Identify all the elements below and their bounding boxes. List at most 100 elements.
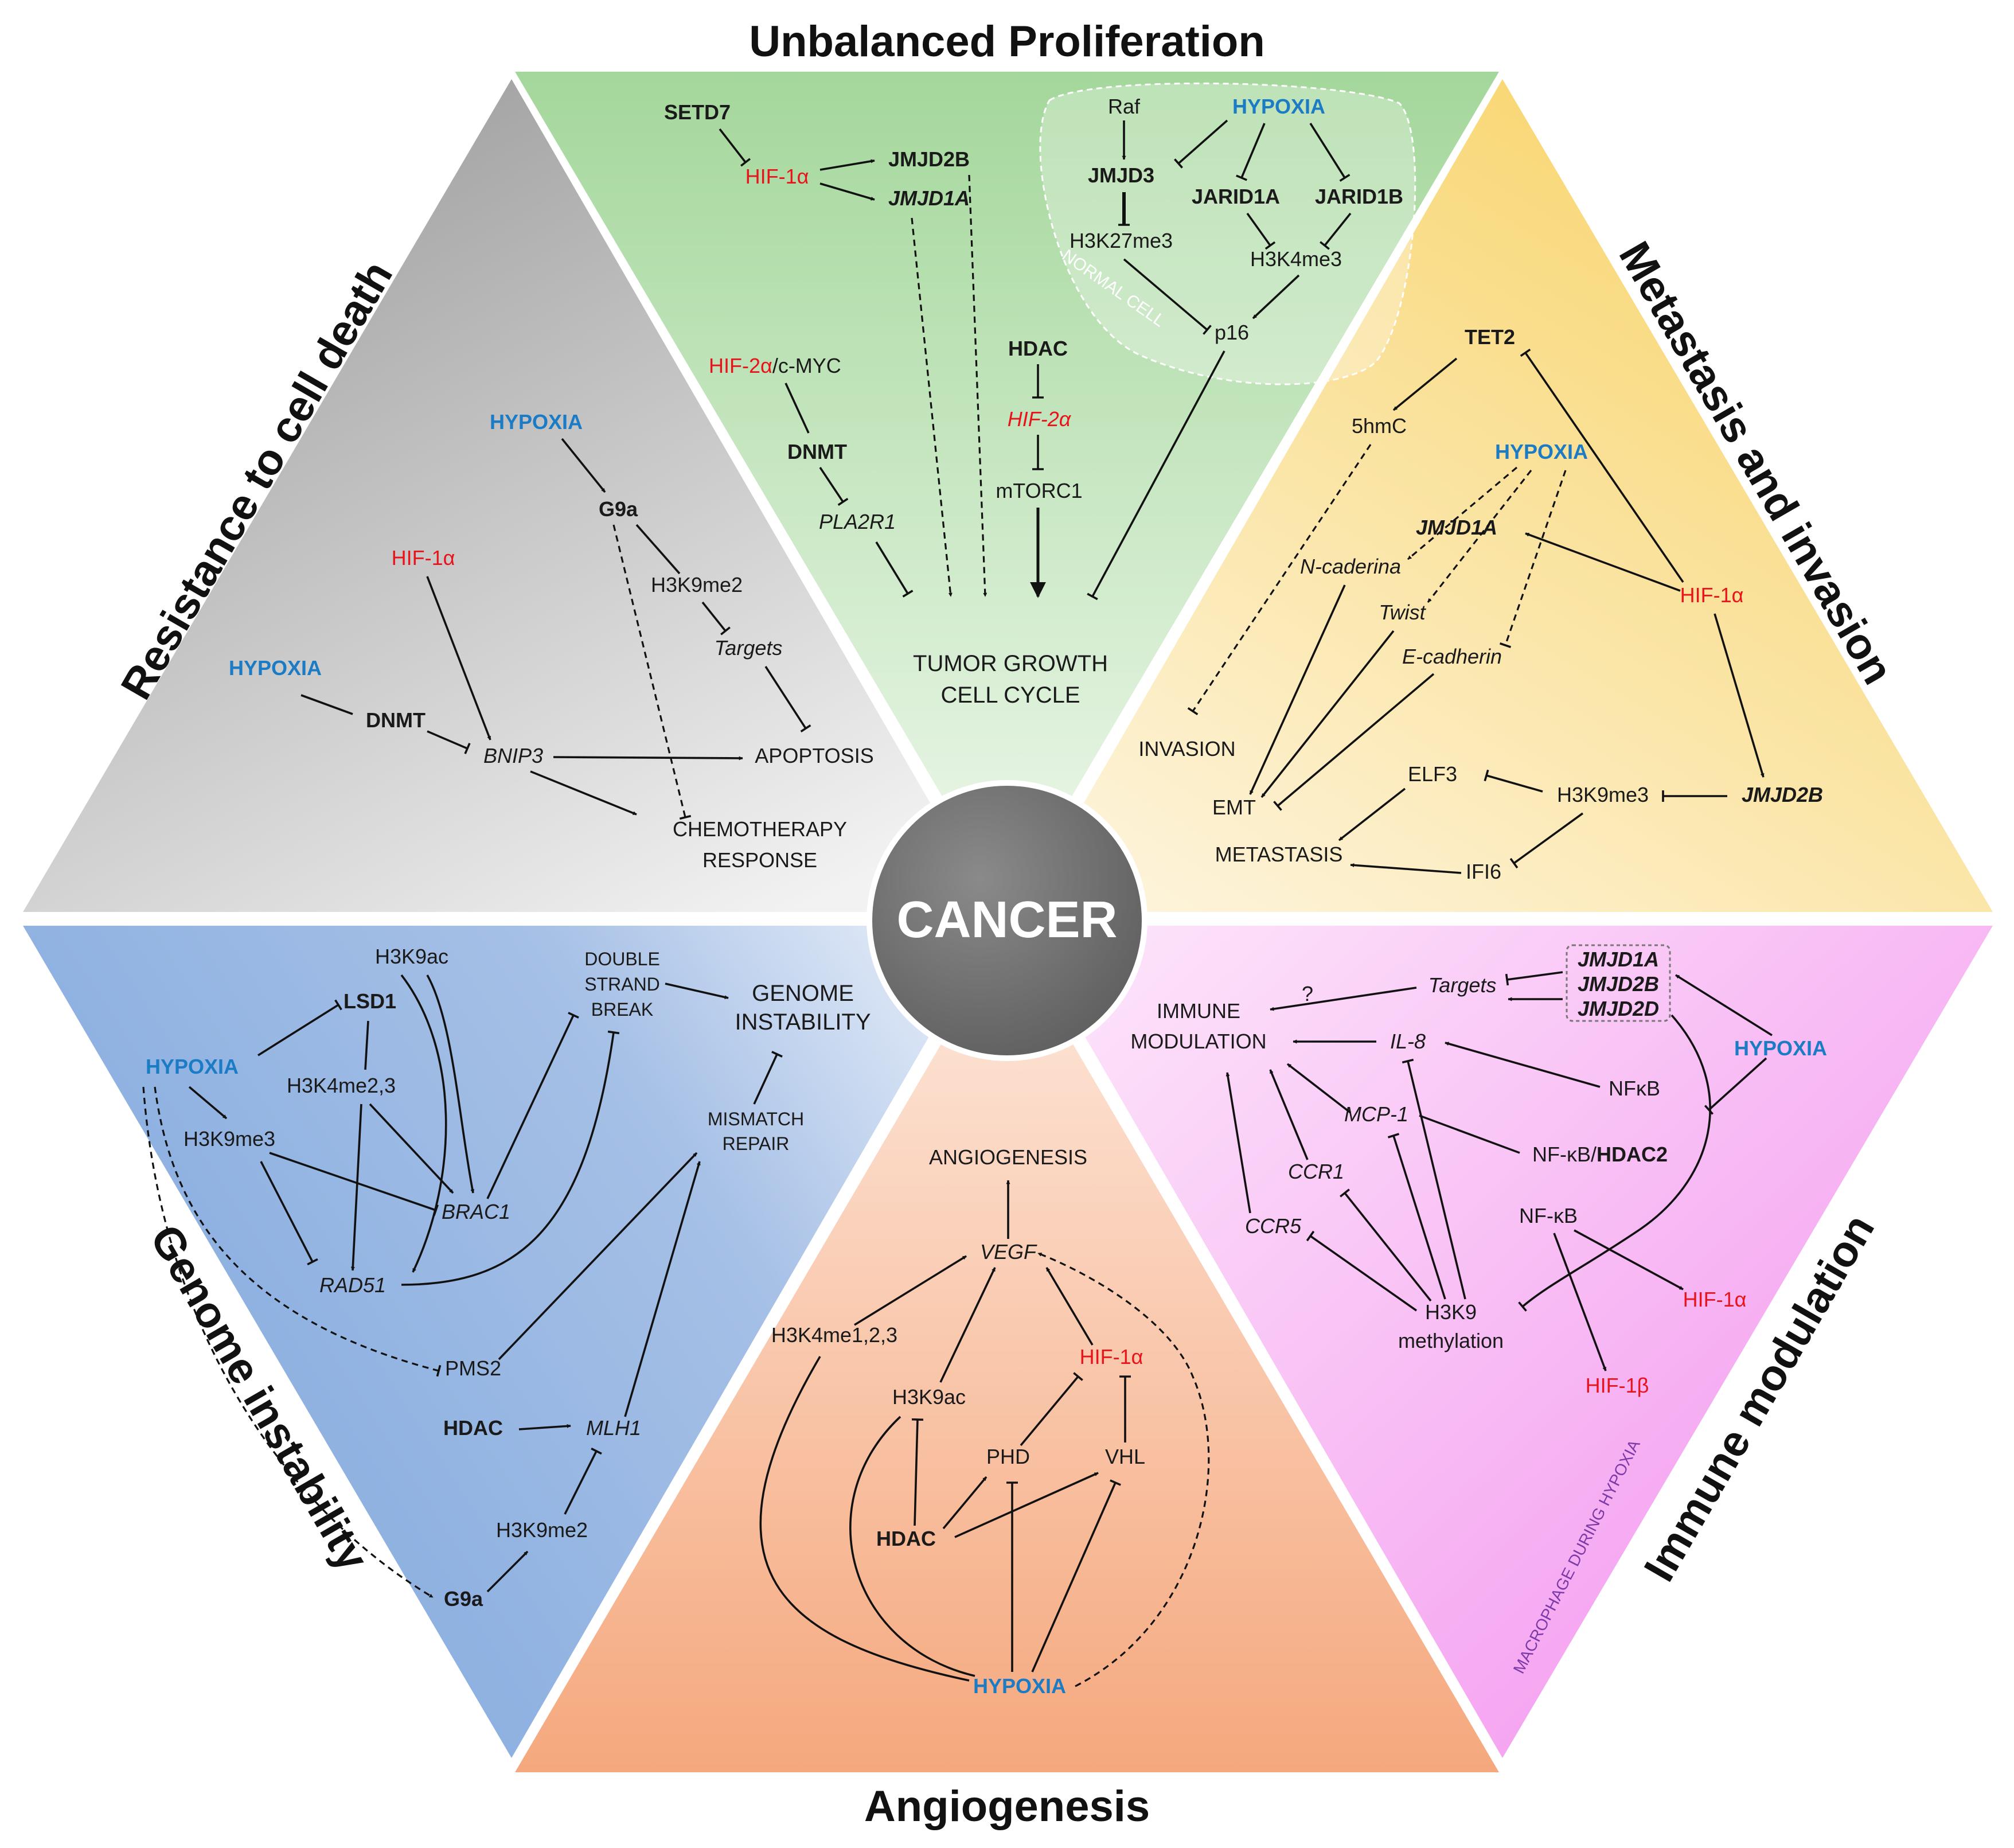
edge-targets-apoptosis	[764, 666, 811, 732]
rad51: RAD51	[319, 1273, 386, 1297]
h3k9me2-genome: H3K9me2	[496, 1518, 588, 1542]
edge-bnip3-chemo	[530, 770, 637, 816]
hypoxia-prolif: HYPOXIA	[1232, 95, 1325, 118]
jmjd2d-immune: JMJD2D	[1578, 997, 1659, 1020]
h3k9me2-death: H3K9me2	[651, 573, 743, 596]
lsd1: LSD1	[344, 989, 396, 1013]
edge-ccr1-immune	[1269, 1069, 1309, 1160]
h3k9me3-metastasis: H3K9me3	[1557, 783, 1649, 806]
edge-pla2r1-tumor	[875, 541, 914, 598]
phd: PHD	[986, 1445, 1030, 1468]
edge-h3k9ac-rad51	[400, 974, 447, 1273]
edge-rad51-dsb	[401, 1030, 620, 1286]
edge-hypoxia-vhl	[1031, 1479, 1121, 1672]
edge-h3k9-il8	[1402, 1058, 1466, 1300]
jmjd2b-metastasis: JMJD2B	[1742, 783, 1823, 806]
apoptosis: APOPTOSIS	[755, 744, 873, 767]
hif2a-prolif: HIF-2α	[1008, 407, 1072, 431]
hif1a-death: HIF-1α	[392, 546, 455, 570]
edge-hypoxia-twist	[1427, 470, 1532, 603]
edge-hypoxia-vegf	[1037, 1252, 1210, 1687]
nfkb-hdac2: NF-κB/HDAC2	[1532, 1143, 1668, 1166]
panel-genome-instability	[23, 926, 993, 1758]
immune-label-1: IMMUNE	[1157, 999, 1240, 1023]
h3k9ac-angio: H3K9ac	[892, 1385, 966, 1409]
hypoxia-genome: HYPOXIA	[146, 1055, 239, 1078]
hypoxia-immune: HYPOXIA	[1734, 1036, 1827, 1060]
title-unbalanced-proliferation: Unbalanced Proliferation	[749, 17, 1265, 66]
jarid1b: JARID1B	[1315, 185, 1403, 208]
edge-jmjd-targets-inhibit	[1505, 971, 1563, 986]
edge-hypoxia-h3k4me	[759, 1356, 970, 1682]
edge-hypoxia-lsd1	[257, 999, 342, 1056]
p16: p16	[1215, 321, 1249, 344]
e-cadherin: E-cadherin	[1402, 645, 1502, 668]
edge-dnmt-pla2r1	[819, 467, 849, 506]
hypoxia-death-1: HYPOXIA	[490, 410, 583, 434]
edge-hypoxia-g9a	[561, 438, 606, 493]
raf: Raf	[1108, 95, 1141, 118]
edge-targets-immune	[1270, 987, 1417, 1011]
edge-ncad-emt	[1249, 584, 1346, 795]
edge-hypoxia-dnmt	[300, 694, 353, 715]
mismatch: MISMATCH	[708, 1109, 804, 1129]
edge-hdac-h3k9ac	[911, 1418, 924, 1526]
edge-hif1a-jmjd2b	[819, 159, 875, 171]
jmjd-box	[1566, 944, 1671, 1022]
cancer-label: CANCER	[896, 891, 1117, 949]
targets-death: Targets	[715, 636, 783, 660]
targets-immune: Targets	[1428, 973, 1497, 997]
edge-phd-hif1a	[1020, 1372, 1083, 1447]
panel-immune-modulation	[1021, 926, 1993, 1758]
edge-h3k4me-vegf	[854, 1255, 967, 1326]
edge-h3k4me23-brac1	[369, 1103, 454, 1194]
ccr1: CCR1	[1288, 1160, 1344, 1183]
edge-h3k9-mcp1	[1387, 1133, 1446, 1300]
edge-hdac-phd	[942, 1476, 988, 1530]
h3k9ac-genome: H3K9ac	[375, 945, 448, 968]
hif1b-immune: HIF-1β	[1586, 1374, 1649, 1397]
repair: REPAIR	[723, 1133, 790, 1154]
tet2: TET2	[1465, 325, 1515, 349]
hif1a-angio: HIF-1α	[1080, 1345, 1143, 1369]
jmjd3: JMJD3	[1088, 163, 1154, 187]
edge-h3k9me3-brac1	[269, 1152, 439, 1217]
edge-hif1a-bnip3	[426, 576, 491, 740]
edge-ccr5-immune	[1225, 1072, 1251, 1214]
panel-resistance-cell-death	[23, 79, 993, 912]
edge-tet2-5hmc	[1392, 357, 1458, 411]
edge-h3k9me2-mlh1	[564, 1447, 602, 1515]
genome-instability-label-1: GENOME	[752, 981, 854, 1006]
edge-pms2-mismatch	[498, 1152, 698, 1360]
edge-hif1a-jmjd1a	[819, 182, 875, 201]
edge-h3k9me3-elf3	[1484, 769, 1543, 793]
edge-jmjd2b-tumor	[968, 174, 988, 597]
pla2r1: PLA2R1	[819, 510, 896, 533]
tumor-growth: TUMOR GROWTH	[913, 651, 1108, 676]
edge-hif1a-tet2	[1520, 348, 1684, 583]
jmjd2b-prolif: JMJD2B	[888, 147, 970, 171]
question-mark: ?	[1302, 982, 1313, 1005]
edge-hypoxia-jmjd3	[1174, 119, 1228, 169]
edge-dnmt-bnip3	[427, 730, 471, 754]
edge-hif1a-jmjd2b	[1714, 613, 1765, 778]
response: RESPONSE	[702, 848, 817, 872]
edge-hypoxia-h3k9ac	[849, 1416, 975, 1677]
h3k4me123: H3K4me1,2,3	[771, 1323, 897, 1347]
edge-mcp1-immune	[1286, 1063, 1352, 1114]
edge-nfkb-il8	[1445, 1042, 1601, 1088]
n-caderina: N-caderina	[1300, 555, 1401, 578]
edge-hypoxia-jmjd	[1675, 974, 1773, 1036]
edge-lsd1-h3k4me23	[364, 1020, 369, 1070]
hif1a-prolif: HIF-1α	[746, 165, 809, 188]
angiogenesis-label: ANGIOGENESIS	[929, 1145, 1087, 1169]
hdac-angio: HDAC	[876, 1527, 936, 1550]
edge-g9a-h3k9me2	[486, 1550, 529, 1593]
edge-h3k27me3-p16	[1123, 258, 1212, 335]
hif1a-metastasis: HIF-1α	[1680, 583, 1744, 607]
nfkb: NFκB	[1609, 1077, 1660, 1100]
immune-label-2: MODULATION	[1130, 1030, 1266, 1053]
edge-jarid1a-h3k4me3	[1246, 212, 1276, 250]
edge-hypoxia-jarid1b	[1309, 123, 1351, 182]
